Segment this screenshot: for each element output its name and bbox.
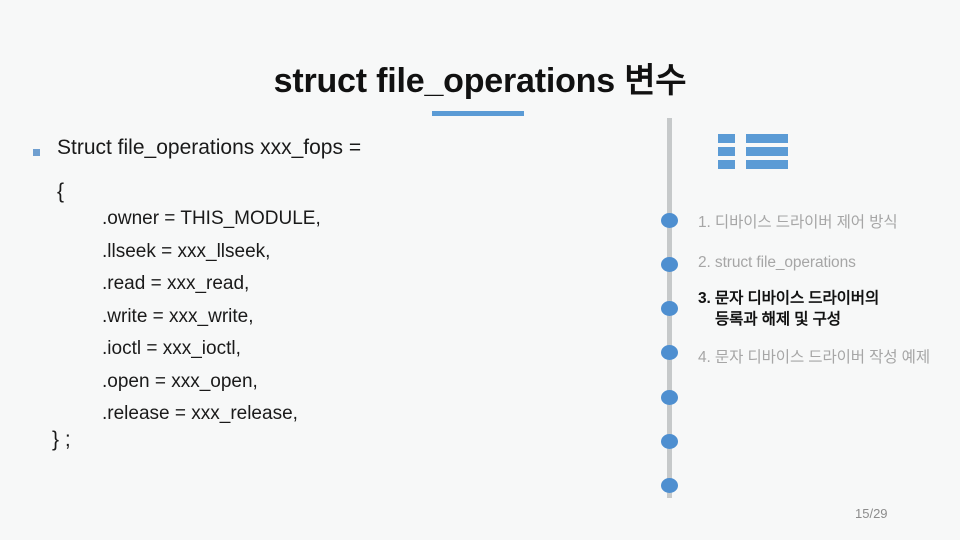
code-line: .owner = THIS_MODULE,: [102, 208, 321, 229]
nav-timeline-dot[interactable]: [661, 478, 678, 493]
title-underline-accent: [432, 111, 524, 116]
list-icon-bar: [746, 147, 788, 156]
code-line: .write = xxx_write,: [102, 305, 254, 327]
page-title: struct file_operations 변수: [273, 62, 687, 100]
code-line: .open = xxx_open,: [102, 370, 258, 392]
nav-timeline-dot[interactable]: [661, 213, 678, 228]
nav-item-2[interactable]: 2. struct file_operations: [698, 254, 856, 271]
nav-timeline-dot[interactable]: [661, 301, 678, 316]
list-icon-bullet: [718, 147, 735, 156]
nav-timeline-dot[interactable]: [661, 390, 678, 405]
code-line: .llseek = xxx_llseek,: [102, 240, 271, 262]
nav-timeline-dot[interactable]: [661, 345, 678, 360]
page-number: 15/29: [855, 506, 888, 521]
code-line-list: .owner = THIS_MODULE, .llseek = xxx_llse…: [102, 203, 321, 431]
code-line: .ioctl = xxx_ioctl,: [102, 338, 241, 359]
list-icon-bar: [746, 134, 788, 143]
nav-item-4[interactable]: 4. 문자 디바이스 드라이버 작성 예제: [698, 349, 930, 366]
code-line: .read = xxx_read,: [102, 273, 250, 294]
nav-timeline-dot[interactable]: [661, 257, 678, 272]
bullet-row: Struct file_operations xxx_fops =: [0, 130, 650, 170]
nav-item-3-line1: 3. 문자 디바이스 드라이버의: [698, 290, 880, 307]
code-brace-close: } ;: [52, 428, 71, 451]
list-icon-bullet: [718, 160, 735, 169]
bullet-text: Struct file_operations xxx_fops =: [57, 136, 362, 159]
list-icon-bar: [746, 160, 788, 169]
nav-item-3[interactable]: 3. 문자 디바이스 드라이버의 등록과 해제 및 구성: [698, 288, 960, 330]
nav-item-1[interactable]: 1. 디바이스 드라이버 제어 방식: [698, 214, 898, 231]
list-icon-bullet: [718, 134, 735, 143]
nav-timeline-dot[interactable]: [661, 434, 678, 449]
bullet-square-icon: [33, 149, 40, 156]
list-icon: [718, 134, 788, 170]
code-brace-open: {: [57, 180, 65, 203]
slide-body-left: Struct file_operations xxx_fops = { .own…: [0, 130, 650, 451]
code-line: .release = xxx_release,: [102, 403, 298, 424]
nav-item-3-line2: 등록과 해제 및 구성: [715, 311, 841, 328]
